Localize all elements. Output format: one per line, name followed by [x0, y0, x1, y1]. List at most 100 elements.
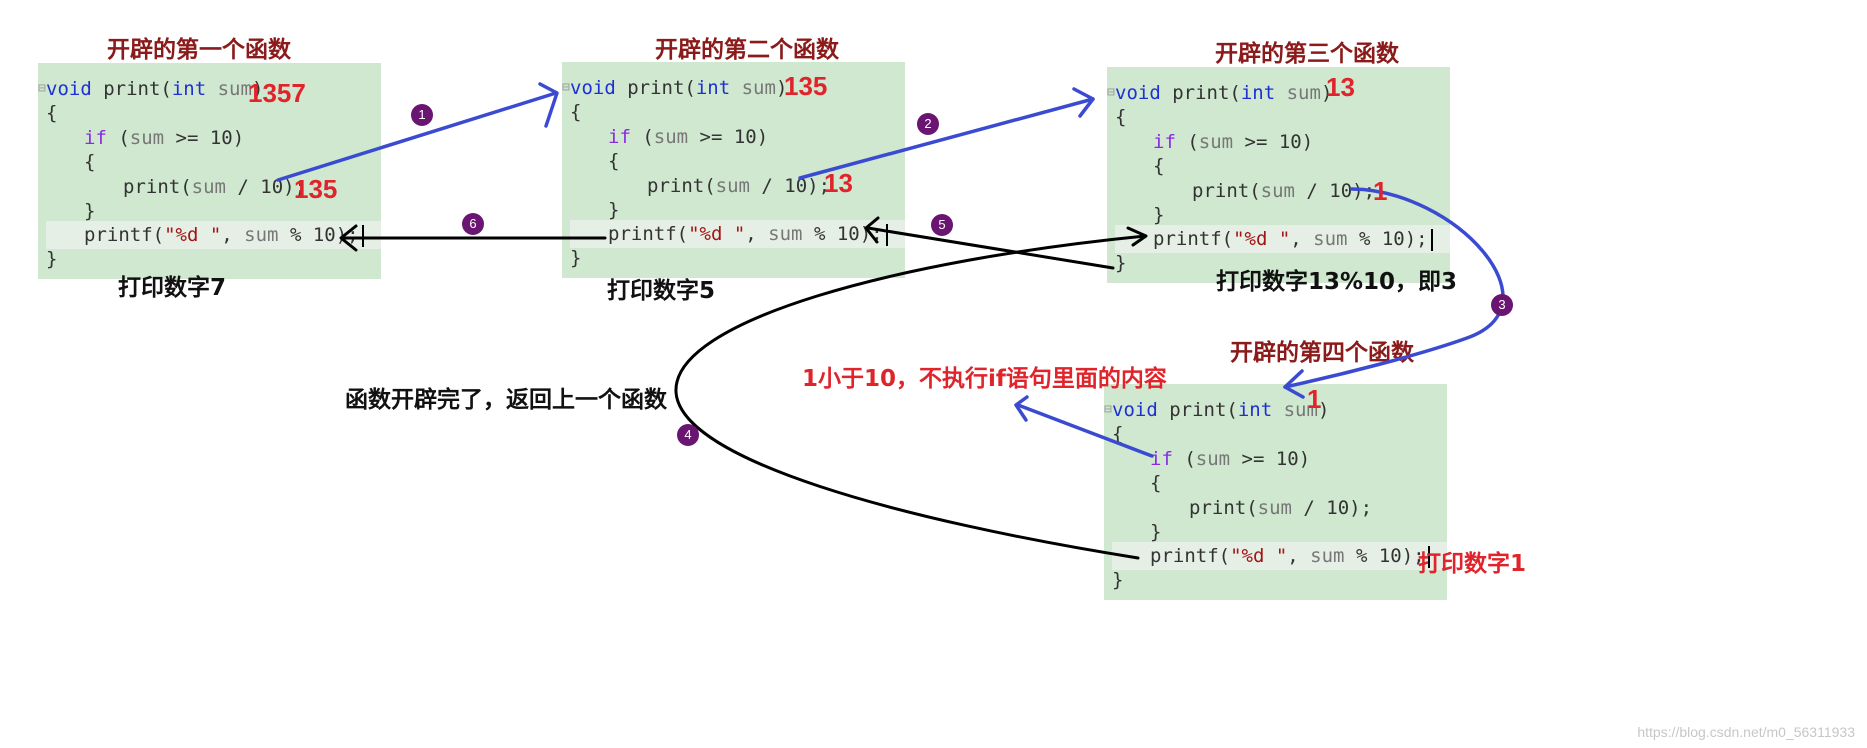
keyword-if: if — [84, 127, 107, 149]
printf-comma: , — [1287, 545, 1311, 567]
call-arrow-3-head — [1283, 369, 1305, 399]
call-div: / 10); — [1291, 497, 1373, 519]
recursive-call-line: print(sum / 10); — [647, 172, 830, 200]
keyword-void: void — [46, 78, 92, 100]
fold-marker: ⊟ — [1104, 402, 1112, 417]
step-badge-6: 6 — [462, 213, 484, 235]
inner-close-brace: } — [84, 200, 96, 222]
open-brace: { — [570, 101, 582, 123]
paren-close: ) — [251, 78, 264, 100]
printf-sum: sum — [1310, 545, 1345, 567]
inner-open-brace: { — [1153, 155, 1165, 177]
return-arrow-5-head — [864, 216, 880, 244]
param-sum: sum — [1272, 399, 1318, 421]
if-cond: >= 10) — [164, 127, 245, 149]
printf-line: printf("%d ", sum % 10); — [1115, 225, 1450, 253]
printf-comma: , — [221, 224, 245, 246]
call-sum: sum — [191, 176, 226, 198]
if-sum: sum — [1198, 131, 1234, 153]
printf-format: "%d " — [164, 224, 222, 246]
frame-3-title: 开辟的第三个函数 — [1215, 41, 1399, 67]
call-arrow-1 — [276, 91, 558, 182]
printf-call: printf( — [84, 224, 165, 246]
printf-call: printf( — [608, 223, 689, 245]
if-line: if (sum >= 10) — [1150, 445, 1310, 473]
recursive-call-line: print(sum / 10); — [123, 173, 306, 201]
step-badge-4: 4 — [677, 424, 699, 446]
inner-close-brace: } — [608, 199, 620, 221]
watermark: https://blog.csdn.net/m0_56311933 — [1637, 724, 1855, 740]
skip-if-arrow-head — [1014, 395, 1029, 422]
param-sum: sum — [730, 77, 776, 99]
printf-sum: sum — [1313, 228, 1348, 250]
fold-marker: ⊟ — [562, 80, 570, 95]
frame-4-result: 打印数字1 — [1418, 551, 1527, 577]
if-line: if (sum >= 10) — [1153, 128, 1313, 156]
printf-format: "%d " — [1230, 545, 1288, 567]
inner-open-brace: { — [84, 151, 96, 173]
if-line: if (sum >= 10) — [608, 123, 768, 151]
close-brace: } — [1112, 569, 1124, 591]
printf-line: printf("%d ", sum % 10); — [570, 220, 905, 248]
printf-line: printf("%d ", sum % 10); — [1112, 542, 1447, 570]
call-print: print( — [647, 175, 716, 197]
close-brace: } — [1115, 252, 1127, 274]
code-frame-3: ⊟ void print(int sum) { if (sum >= 10) {… — [1107, 67, 1450, 283]
recursive-call-line: print(sum / 10); — [1189, 494, 1372, 522]
call-arrow-2-head — [1072, 87, 1095, 118]
frame-1-title: 开辟的第一个函数 — [107, 37, 291, 63]
paren-close: ) — [1317, 399, 1330, 421]
text-cursor — [1430, 228, 1433, 251]
frame-3-param-value: 13 — [1326, 72, 1355, 102]
if-open: ( — [106, 127, 130, 149]
if-cond: >= 10) — [688, 126, 769, 148]
fold-marker: ⊟ — [1107, 85, 1115, 100]
signature-line: void print(int sum) — [1112, 396, 1329, 424]
if-line: if (sum >= 10) — [84, 124, 244, 152]
func-name: print( — [91, 78, 172, 100]
printf-call: printf( — [1153, 228, 1234, 250]
if-cond: >= 10) — [1230, 448, 1311, 470]
call-sum: sum — [1257, 497, 1292, 519]
param-sum: sum — [1275, 82, 1321, 104]
signature-line: void print(int sum) — [1115, 79, 1332, 107]
call-print: print( — [1192, 180, 1261, 202]
printf-comma: , — [745, 223, 769, 245]
return-arrow-4-head — [1126, 226, 1148, 247]
call-sum: sum — [1260, 180, 1295, 202]
if-cond: >= 10) — [1233, 131, 1314, 153]
if-sum: sum — [129, 127, 165, 149]
frame-1-result: 打印数字7 — [118, 275, 227, 301]
printf-format: "%d " — [688, 223, 746, 245]
step-badge-1: 1 — [411, 104, 433, 126]
return-arrow-4 — [674, 234, 1147, 560]
close-brace: } — [46, 248, 58, 270]
text-cursor — [361, 224, 364, 247]
call-print: print( — [123, 176, 192, 198]
printf-mod: % 10); — [278, 224, 359, 246]
printf-sum: sum — [768, 223, 803, 245]
if-open: ( — [1172, 448, 1196, 470]
if-open: ( — [1175, 131, 1199, 153]
close-brace: } — [570, 247, 582, 269]
return-arrow-6-head — [339, 224, 358, 252]
keyword-if: if — [1150, 448, 1173, 470]
open-brace: { — [46, 102, 58, 124]
open-brace: { — [1112, 423, 1124, 445]
keyword-void: void — [1115, 82, 1161, 104]
step-badge-2: 2 — [917, 113, 939, 135]
code-frame-1: ⊟ void print(int sum) { if (sum >= 10) {… — [38, 63, 381, 279]
if-sum: sum — [653, 126, 689, 148]
fold-marker: ⊟ — [38, 81, 46, 96]
text-cursor — [885, 223, 888, 246]
keyword-void: void — [570, 77, 616, 99]
printf-mod: % 10); — [1344, 545, 1425, 567]
text-cursor — [1427, 545, 1430, 568]
open-brace: { — [1115, 106, 1127, 128]
keyword-if: if — [1153, 131, 1176, 153]
frame-1-inner-value: 135 — [294, 174, 338, 204]
code-frame-4: ⊟ void print(int sum) { if (sum >= 10) {… — [1104, 384, 1447, 600]
step-badge-3: 3 — [1491, 294, 1513, 316]
frame-3-result: 打印数字13%10，即3 — [1216, 269, 1458, 295]
